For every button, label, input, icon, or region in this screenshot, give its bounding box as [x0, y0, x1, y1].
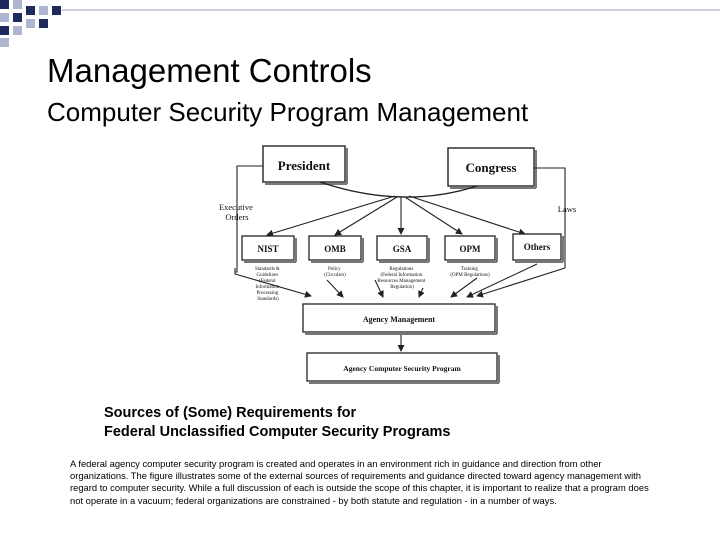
agency-label: GSA [393, 244, 412, 254]
caption-line-2: Federal Unclassified Computer Security P… [104, 424, 451, 440]
deco-square [13, 0, 22, 9]
deco-square [0, 26, 9, 35]
agency-label: OMB [324, 244, 346, 254]
agency-sublabel-gsa: Regulations (Federal Information Resourc… [377, 267, 426, 290]
laws-line [534, 167, 566, 268]
agency-node-opm: OPM [444, 235, 498, 263]
agency-label: NIST [257, 244, 278, 254]
caption-line-1: Sources of (Some) Requirements for [104, 405, 357, 421]
laws-label: Laws [558, 204, 576, 214]
deco-square [0, 0, 9, 9]
president-node: President [262, 145, 348, 185]
executive-orders-line [235, 165, 263, 273]
deco-square [26, 6, 35, 15]
agency-program-label: Agency Computer Security Program [343, 364, 461, 373]
converging-arrows [326, 263, 538, 298]
deco-square [0, 38, 9, 47]
deco-square [39, 19, 48, 28]
deco-square [39, 6, 48, 15]
agency-label: Others [524, 242, 551, 252]
agency-node-gsa: GSA [376, 235, 430, 263]
agency-node-others: Others [512, 233, 564, 263]
congress-label: Congress [465, 160, 516, 175]
connector-arc [319, 181, 478, 198]
deco-square [52, 6, 61, 15]
agency-sublabel-opm: Training (OPM Regulations) [450, 267, 490, 278]
agency-sublabel-nist: Standards & Guidelines (Federal Informat… [255, 267, 281, 302]
agency-sublabel-omb: Policy (Circulars) [324, 267, 346, 278]
deco-square [13, 26, 22, 35]
agency-node-nist: NIST [241, 235, 297, 263]
agency-node-omb: OMB [308, 235, 364, 263]
congress-node: Congress [447, 147, 537, 189]
deco-square [0, 13, 9, 22]
requirements-diagram: President Congress Executive Orders Laws… [219, 145, 576, 384]
agency-management-label: Agency Management [363, 315, 436, 324]
deco-square [26, 19, 35, 28]
header-rule [62, 9, 720, 11]
agency-label: OPM [460, 244, 481, 254]
figure-caption: Sources of (Some) Requirements for Feder… [104, 404, 451, 442]
body-paragraph: A federal agency computer security progr… [70, 458, 649, 506]
fanout-arrows [266, 195, 526, 237]
executive-orders-arrow [234, 268, 312, 298]
slide-title: Management Controls [47, 52, 372, 89]
slide-subtitle: Computer Security Program Management [47, 97, 529, 127]
agency-program-node: Agency Computer Security Program [306, 352, 500, 384]
laws-arrow [476, 267, 566, 298]
slide-decoration [0, 0, 720, 47]
deco-square [13, 13, 22, 22]
president-label: President [278, 158, 331, 173]
executive-orders-label: Executive Orders [219, 202, 255, 222]
agency-management-node: Agency Management [302, 303, 498, 335]
